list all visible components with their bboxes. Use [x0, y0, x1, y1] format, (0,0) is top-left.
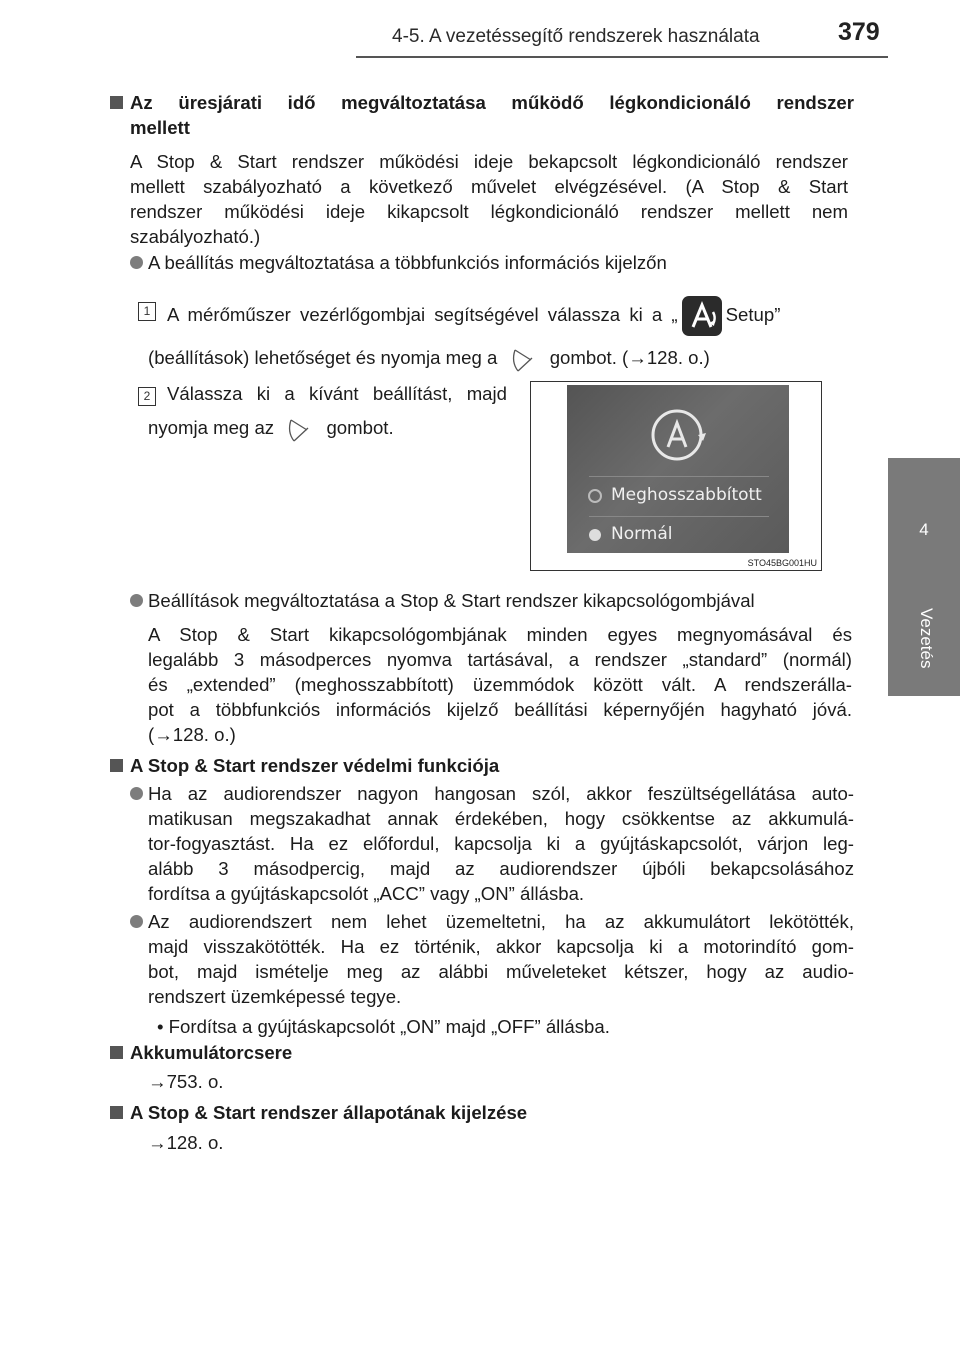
section1-intro-line: mellett szabályozható a következő művele… — [130, 176, 848, 197]
step1-line2-end: gombot. (→128. o.) — [549, 346, 710, 368]
chapter-title: 4-5. A vezetéssegítő rendszerek használa… — [392, 26, 760, 47]
chapter-side-tab: 4 Vezetés — [888, 458, 960, 696]
section2-bullet1-line: alább 3 másodpercig, majd az audiorendsz… — [148, 858, 854, 879]
section2-bullet2-line: rendszert üzemképessé tegye. — [148, 986, 402, 1007]
section2-bullet1-line: fordítsa a gyújtáskapcsolót „ACC” vagy „… — [148, 883, 585, 904]
section1-bullet1: A beállítás megváltoztatása a többfunkci… — [148, 252, 667, 273]
header-divider — [356, 56, 888, 58]
section4-ref: →128. o. — [148, 1132, 224, 1153]
bullet2-line: legalább 3 másodperces nyomva tartásával… — [148, 649, 852, 670]
step2-line2-text: nyomja meg az — [148, 416, 275, 438]
section2-bullet1-line: Ha az audiorendszer nagyon hangosan szól… — [148, 783, 854, 804]
bullet-dot-icon — [130, 915, 143, 928]
section1-intro-line: szabályozható.) — [130, 226, 261, 247]
side-tab-label: Vezetés — [917, 608, 936, 669]
section2-bullet1-line: tor-fogyasztást. Ha ez előfordul, kapcso… — [148, 833, 854, 854]
step-number-box: 2 — [138, 387, 156, 406]
section2-sub-bullet: • Fordítsa a gyújtáskapcsolót „ON” majd … — [157, 1016, 610, 1037]
bullet2-line: és „extended” (meghosszabbított) üzemmód… — [148, 674, 852, 695]
option-extended: Meghosszabbított — [611, 485, 762, 505]
bullet-dot-icon — [130, 787, 143, 800]
heading-square-icon — [110, 759, 123, 772]
side-tab-number: 4 — [919, 520, 929, 539]
section1-intro-line: A Stop & Start rendszer működési ideje b… — [130, 151, 848, 172]
step1-line2: (beállítások) lehetőséget és nyomja meg … — [148, 344, 710, 374]
step-number-box: 1 — [138, 302, 156, 321]
display-illustration: Meghosszabbított Normál STO45BG001HU — [530, 381, 822, 571]
step1-line2-text: (beállítások) lehetőséget és nyomja meg … — [148, 346, 498, 368]
enter-button-icon — [512, 349, 532, 372]
step1-line1-text: A mérőműszer vezérlőgombjai segítségével… — [167, 303, 678, 325]
page-number: 379 — [838, 18, 880, 46]
step1-setup-label: Setup” — [725, 303, 781, 325]
heading-square-icon — [110, 1046, 123, 1059]
step2-line2-end: gombot. — [326, 416, 394, 438]
step2-line2: nyomja meg az gombot. — [148, 414, 394, 444]
section2-bullet2-line: bot, majd ismételje meg az alábbi művele… — [148, 961, 854, 982]
option-normal: Normál — [611, 524, 673, 544]
section2-bullet2-line: Az audiorendszert nem lehet üzemeltetni,… — [148, 911, 854, 932]
bullet2-line: A Stop & Start kikapcsológombjának minde… — [148, 624, 852, 645]
section1-heading-line1: Az üresjárati idő megváltoztatása működő… — [130, 92, 854, 113]
section1-intro-line: rendszer működési ideje kikapcsolt légko… — [130, 201, 848, 222]
setup-icon — [681, 296, 722, 336]
heading-square-icon — [110, 96, 123, 109]
side-tab-label-wrap: Vezetés — [910, 608, 938, 688]
page-header: 4-5. A vezetéssegítő rendszerek használa… — [0, 0, 960, 60]
section2-bullet1-line: matikusan megszakadhat annak érdekében, … — [148, 808, 854, 829]
bullet-dot-icon — [130, 256, 143, 269]
display-screen: Meghosszabbított Normál — [567, 385, 789, 553]
section2-bullet2-line: majd visszakötötték. Ha ez történik, akk… — [148, 936, 854, 957]
section3-heading: Akkumulátorcsere — [130, 1042, 293, 1063]
section4-heading: A Stop & Start rendszer állapotának kije… — [130, 1102, 528, 1123]
image-code: STO45BG001HU — [747, 558, 817, 568]
enter-button-icon — [289, 419, 309, 442]
bullet2-line: pot a többfunkciós információs kijelző b… — [148, 699, 852, 720]
heading-square-icon — [110, 1106, 123, 1119]
step1-line1: A mérőműszer vezérlőgombjai segítségével… — [167, 296, 857, 336]
section1-bullet2: Beállítások megváltoztatása a Stop & Sta… — [148, 590, 755, 611]
bullet2-line: (→128. o.) — [148, 724, 236, 745]
section2-heading: A Stop & Start rendszer védelmi funkciój… — [130, 755, 500, 776]
step2-line1: Válassza ki a kívánt beállítást, majd — [167, 383, 507, 404]
section1-heading-line2: mellett — [130, 117, 190, 138]
bullet-dot-icon — [130, 594, 143, 607]
section3-ref: →753. o. — [148, 1071, 224, 1092]
